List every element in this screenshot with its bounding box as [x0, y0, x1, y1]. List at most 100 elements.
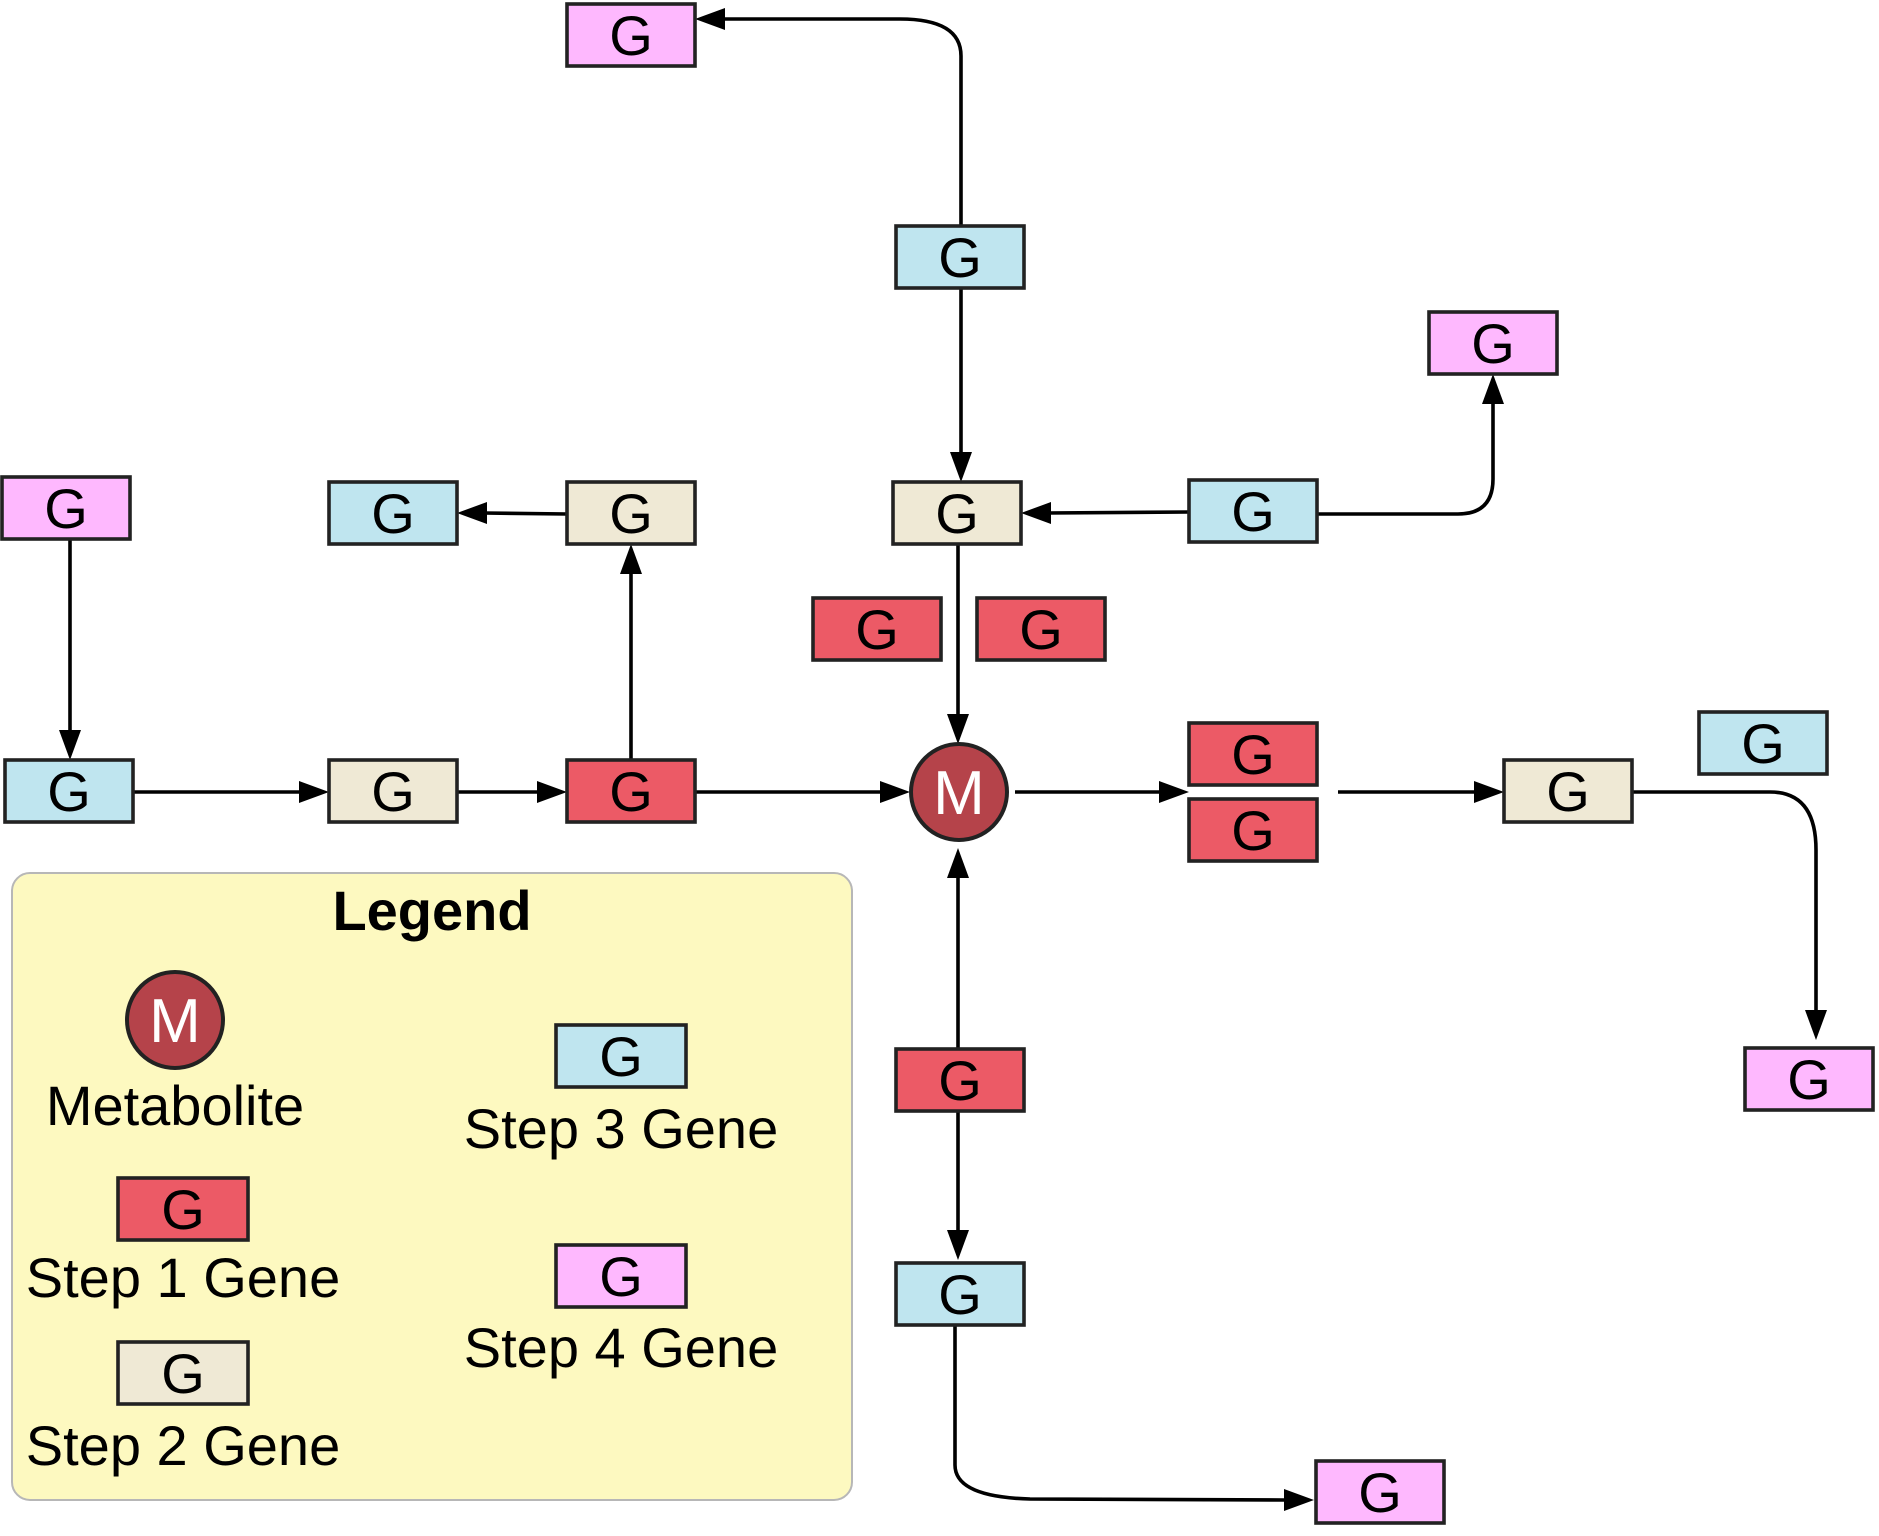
- gene-node-step1: G: [1187, 721, 1319, 787]
- gene-label: G: [1787, 1048, 1831, 1111]
- pathway-edges: [59, 8, 1827, 1511]
- gene-node-step1: G: [894, 1047, 1026, 1113]
- edge-top-blue-to-top-pink: [720, 17, 963, 226]
- gene-label: G: [1546, 760, 1590, 823]
- gene-box: [1697, 710, 1829, 776]
- gene-node-step4: G: [565, 2, 697, 68]
- edge-bottom-red-to-metabolite-arrowhead: [947, 848, 969, 878]
- gene-box: [811, 596, 943, 662]
- gene-box: [1187, 797, 1319, 863]
- legend-step4-swatch: [554, 1243, 688, 1309]
- gene-box: [975, 596, 1107, 662]
- edge-top-blue-to-top-pink-arrowhead: [695, 8, 725, 30]
- gene-node-step3: G: [3, 758, 135, 824]
- gene-node-step3: G: [894, 1261, 1026, 1327]
- gene-box: [894, 1047, 1026, 1113]
- edge-chain-red-to-metabolite-arrowhead: [880, 781, 910, 803]
- gene-node-step1: G: [565, 758, 697, 824]
- legend-step1-label: Step 1 Gene: [26, 1246, 340, 1309]
- gene-box: [1427, 310, 1559, 376]
- gene-label: G: [609, 482, 653, 545]
- gene-node-step4: G: [0, 475, 132, 541]
- legend-step2-swatch: [116, 1340, 250, 1406]
- edge-red-stack-to-far-beige-arrowhead: [1474, 781, 1504, 803]
- legend-step3-label: Step 3 Gene: [464, 1097, 778, 1160]
- gene-label: G: [935, 482, 979, 545]
- gene-node-step1: G: [811, 596, 943, 662]
- edge-right-blue-to-pink-top: [1317, 400, 1495, 516]
- legend-metabolite-label: Metabolite: [46, 1074, 304, 1137]
- gene-box: [565, 480, 697, 546]
- gene-box: [1187, 721, 1319, 787]
- legend-step2-symbol: G: [161, 1342, 205, 1405]
- gene-label: G: [371, 760, 415, 823]
- gene-box: [565, 2, 697, 68]
- gene-label: G: [1019, 598, 1063, 661]
- legend-step2-label: Step 2 Gene: [26, 1414, 340, 1477]
- gene-label: G: [609, 4, 653, 67]
- edge-chain-blue-to-chain-beige-arrowhead: [299, 781, 329, 803]
- gene-box: [891, 480, 1023, 546]
- gene-label: G: [855, 598, 899, 661]
- legend-step3-symbol: G: [599, 1025, 643, 1088]
- gene-label: G: [371, 482, 415, 545]
- edge-metabolite-to-red-stack-arrowhead: [1159, 781, 1189, 803]
- gene-label: G: [44, 477, 88, 540]
- gene-box: [327, 480, 459, 546]
- gene-node-step4: G: [1427, 310, 1559, 376]
- gene-box: [3, 758, 135, 824]
- edge-top-blue-to-center-beige-arrowhead: [950, 452, 972, 482]
- legend: Legend M Metabolite G Step 1 Gene G Step…: [11, 872, 853, 1501]
- gene-box: [894, 1261, 1026, 1327]
- legend-step4-label: Step 4 Gene: [464, 1316, 778, 1379]
- edge-chain-beige-to-chain-red-arrowhead: [537, 781, 567, 803]
- gene-label: G: [1358, 1461, 1402, 1524]
- gene-node-step3: G: [894, 224, 1026, 290]
- gene-box: [565, 758, 697, 824]
- legend-title: Legend: [332, 879, 531, 942]
- edge-right-blue-to-center-beige-arrowhead: [1021, 502, 1051, 524]
- gene-node-step2: G: [891, 480, 1023, 546]
- gene-node-step3: G: [1697, 710, 1829, 776]
- legend-metabolite-swatch: [125, 970, 225, 1070]
- gene-label: G: [1231, 723, 1275, 786]
- legend-step1-symbol: G: [161, 1178, 205, 1241]
- gene-label: G: [1231, 799, 1275, 862]
- legend-step4-symbol: G: [599, 1245, 643, 1308]
- gene-node-step2: G: [1502, 758, 1634, 824]
- edge-far-beige-to-far-pink: [1632, 790, 1818, 1010]
- edge-left-pink-to-chain-blue-arrowhead: [59, 730, 81, 760]
- gene-node-step2: G: [327, 758, 459, 824]
- edge-bottom-blue-to-bottom-pink-arrowhead: [1284, 1489, 1314, 1511]
- edge-beige-upper-to-blue-upper: [482, 511, 568, 516]
- gene-node-step4: G: [1743, 1046, 1875, 1112]
- metabolite-node: M: [909, 742, 1009, 842]
- edge-right-blue-to-center-beige: [1046, 510, 1190, 515]
- edge-bottom-red-to-bottom-blue-arrowhead: [947, 1230, 969, 1260]
- legend-step3-swatch: [554, 1023, 688, 1089]
- edge-chain-red-to-beige-upper-arrowhead: [620, 544, 642, 574]
- gene-box: [894, 224, 1026, 290]
- edge-right-blue-to-pink-top-arrowhead: [1482, 374, 1504, 404]
- gene-label: G: [938, 1263, 982, 1326]
- edge-bottom-blue-to-bottom-pink: [953, 1325, 1286, 1502]
- gene-box: [1314, 1459, 1446, 1525]
- gene-label: G: [938, 1049, 982, 1112]
- legend-metabolite-symbol: M: [149, 987, 201, 1056]
- gene-label: G: [1741, 712, 1785, 775]
- edge-center-beige-to-metabolite-arrowhead: [947, 714, 969, 744]
- gene-label: G: [609, 760, 653, 823]
- gene-node-step1: G: [975, 596, 1107, 662]
- gene-label: G: [1231, 480, 1275, 543]
- gene-node-step3: G: [1187, 478, 1319, 544]
- gene-box: [1502, 758, 1634, 824]
- gene-label: G: [47, 760, 91, 823]
- gene-node-step4: G: [1314, 1459, 1446, 1525]
- gene-box: [1187, 478, 1319, 544]
- metabolite-label: M: [933, 759, 985, 828]
- gene-label: G: [938, 226, 982, 289]
- gene-label: G: [1471, 312, 1515, 375]
- gene-box: [0, 475, 132, 541]
- edge-beige-upper-to-blue-upper-arrowhead: [457, 502, 487, 524]
